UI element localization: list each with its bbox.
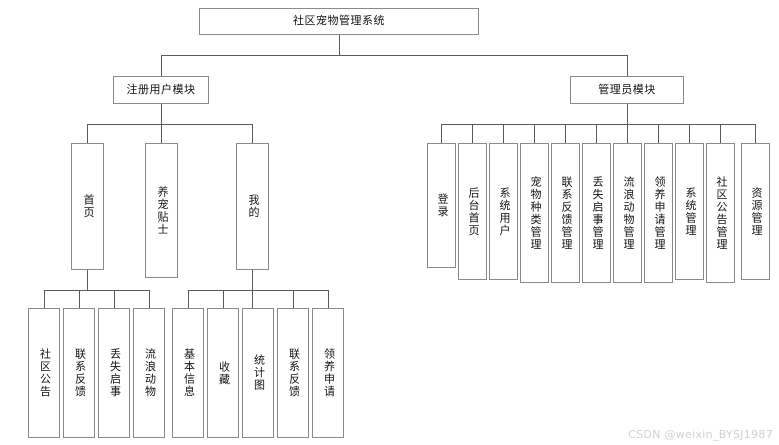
section-node-mine[interactable]: 我的 <box>236 143 269 270</box>
admin-leaf-node-adoption-application-management[interactable]: 领养申请管理 <box>644 143 673 283</box>
connector-admin-leaf-drop-8 <box>689 124 690 143</box>
admin-leaf-node-backend-home[interactable]: 后台首页 <box>458 143 487 280</box>
connector-mine-leaf-drop-4 <box>328 290 329 308</box>
connector-home-trunk <box>87 270 88 290</box>
leaf-node-lost-notice[interactable]: 丢失启事 <box>98 308 130 438</box>
csdn-watermark: CSDN @weixin_BYSJ1987 <box>628 428 773 441</box>
leaf-node-stray-animals[interactable]: 流浪动物 <box>133 308 165 438</box>
connector-root-trunk <box>339 35 340 55</box>
section-node-pet-care-tips[interactable]: 养宠贴士 <box>145 143 178 278</box>
module-node-registered-user[interactable]: 注册用户模块 <box>113 76 209 104</box>
connector-admin-leaf-drop-3 <box>534 124 535 143</box>
connector-home-leaf-drop-3 <box>149 290 150 308</box>
connector-user-section-drop-2 <box>252 124 253 143</box>
connector-admin-leaf-drop-0 <box>441 124 442 143</box>
connector-mine-trunk <box>252 270 253 290</box>
admin-leaf-node-resource-management[interactable]: 资源管理 <box>741 143 770 280</box>
connector-user-trunk <box>161 104 162 124</box>
connector-module-bus <box>161 55 627 56</box>
leaf-node-contact-feedback-mine[interactable]: 联系反馈 <box>277 308 309 438</box>
connector-mine-leaf-drop-2 <box>252 290 253 308</box>
admin-leaf-node-community-announcement-management[interactable]: 社区公告管理 <box>706 143 735 283</box>
connector-mine-leaf-drop-0 <box>188 290 189 308</box>
admin-leaf-node-contact-feedback-management[interactable]: 联系反馈管理 <box>551 143 580 283</box>
connector-home-leaf-bus <box>44 290 149 291</box>
admin-leaf-node-system-management[interactable]: 系统管理 <box>675 143 704 280</box>
connector-home-leaf-drop-0 <box>44 290 45 308</box>
leaf-node-community-announcement[interactable]: 社区公告 <box>28 308 60 438</box>
leaf-node-favorites[interactable]: 收藏 <box>207 308 239 438</box>
connector-admin-trunk <box>627 104 628 124</box>
connector-mine-leaf-bus <box>188 290 328 291</box>
connector-admin-leaf-drop-4 <box>565 124 566 143</box>
connector-home-leaf-drop-1 <box>79 290 80 308</box>
module-node-administrator[interactable]: 管理员模块 <box>570 76 684 104</box>
leaf-node-basic-info[interactable]: 基本信息 <box>172 308 204 438</box>
connector-module-drop-right <box>627 55 628 76</box>
section-node-home[interactable]: 首页 <box>71 143 104 270</box>
leaf-node-contact-feedback[interactable]: 联系反馈 <box>63 308 95 438</box>
admin-leaf-node-system-user[interactable]: 系统用户 <box>489 143 518 280</box>
connector-user-section-drop-0 <box>87 124 88 143</box>
admin-leaf-node-pet-category-management[interactable]: 宠物种类管理 <box>520 143 549 283</box>
connector-admin-leaf-drop-9 <box>720 124 721 143</box>
connector-admin-leaf-drop-1 <box>472 124 473 143</box>
connector-admin-leaf-drop-6 <box>627 124 628 143</box>
connector-admin-leaf-drop-10 <box>755 124 756 143</box>
connector-admin-leaf-bus <box>441 124 756 125</box>
connector-admin-leaf-drop-7 <box>658 124 659 143</box>
connector-user-section-drop-1 <box>161 124 162 143</box>
connector-user-section-bus <box>87 124 252 125</box>
connector-module-drop-left <box>161 55 162 76</box>
leaf-node-statistics-chart[interactable]: 统计图 <box>242 308 274 438</box>
connector-admin-leaf-drop-2 <box>503 124 504 143</box>
connector-mine-leaf-drop-3 <box>293 290 294 308</box>
leaf-node-adoption-application[interactable]: 领养申请 <box>312 308 344 438</box>
admin-leaf-node-lost-notice-management[interactable]: 丢失启事管理 <box>582 143 611 283</box>
connector-mine-leaf-drop-1 <box>223 290 224 308</box>
root-node-system[interactable]: 社区宠物管理系统 <box>199 8 479 35</box>
admin-leaf-node-login[interactable]: 登录 <box>427 143 456 268</box>
connector-home-leaf-drop-2 <box>114 290 115 308</box>
admin-leaf-node-stray-animal-management[interactable]: 流浪动物管理 <box>613 143 642 283</box>
connector-admin-leaf-drop-5 <box>596 124 597 143</box>
